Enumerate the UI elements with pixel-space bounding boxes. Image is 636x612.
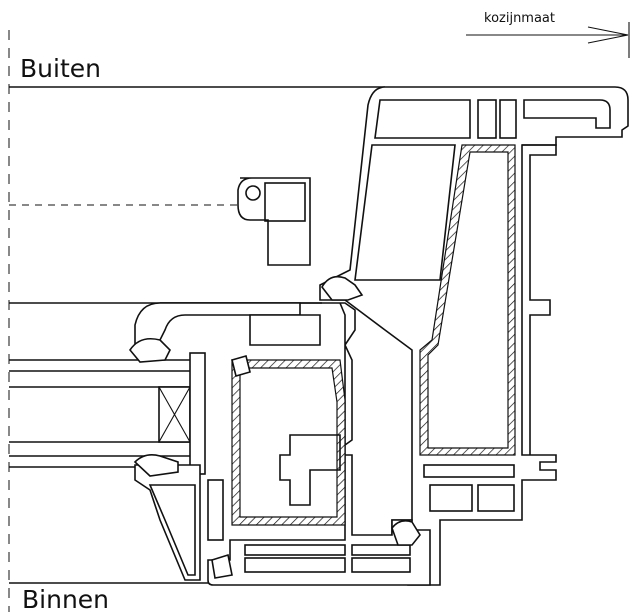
frame-lower-chamber-2 [429,484,473,512]
glazing-unit [9,352,206,475]
frame-dimension-marker: kozijnmaat [466,11,630,58]
gasket-glass-inner [231,355,251,377]
frame-main-chamber [354,144,456,281]
outside-label: Buiten [20,54,101,83]
sash-hardware-groove [279,434,341,506]
gasket-inner-frame [391,520,421,546]
glazing-edge-block [189,352,206,475]
inner-glazing-bead [134,464,224,581]
gasket-inner-bead [133,454,179,477]
sash-bottom-chamber-4 [351,557,411,573]
inside-label: Binnen [22,585,109,612]
sash-bottom-chamber-2 [244,557,346,573]
gasket-outer-sash [129,337,171,363]
frame-top-chamber-3 [499,99,517,139]
sash-bottom-chamber-3 [351,544,411,556]
frame-top-groove [523,99,611,129]
frame-outer-flange [522,144,557,455]
frame-dimension-label: kozijnmaat [484,11,555,26]
outer-glazing-bead [237,177,311,266]
sash-bottom-chamber [244,544,346,556]
gasket-outer-frame [321,275,364,301]
frame-lower-chamber [423,464,515,478]
sash-top-chamber [249,314,321,346]
outer-frame-profile [319,86,629,586]
steel-reinforcement-frame [419,144,516,456]
frame-top-chamber-2 [477,99,497,139]
steel-reinforcement-sash [231,359,346,526]
sash-profile [134,302,431,586]
frame-lower-chamber-3 [477,484,515,512]
gasket-sash-bottom [211,553,233,579]
frame-top-chamber [374,99,471,139]
gaskets [129,275,421,579]
